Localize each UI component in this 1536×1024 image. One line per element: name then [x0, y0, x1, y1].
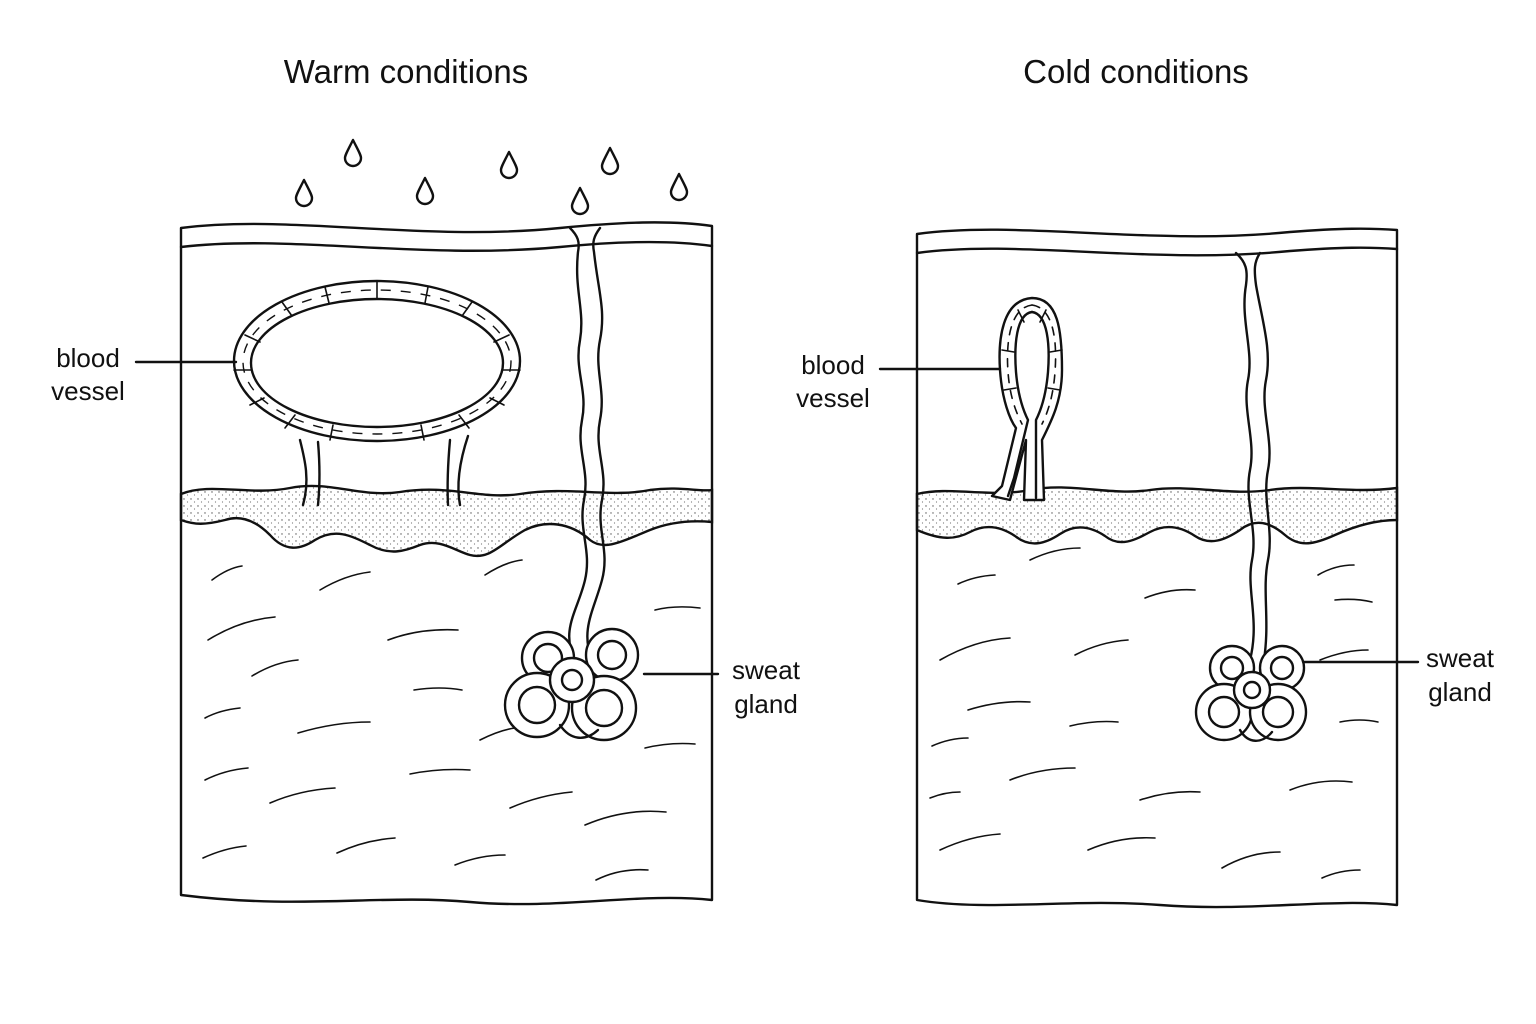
warm-blood-vessel-label: blood vessel [51, 343, 238, 406]
warm-title: Warm conditions [284, 53, 529, 90]
sweat-droplet-icon [343, 138, 363, 168]
cold-blood-vessel-label: blood vessel [796, 350, 1002, 413]
cold-sweat-gland-label: sweat gland [1302, 643, 1495, 707]
cold-sweat-gland [1194, 644, 1308, 742]
warm-sweat-gland [503, 627, 640, 742]
cold-title: Cold conditions [1023, 53, 1249, 90]
warm-skin-block [179, 221, 714, 906]
blood-label-line1: blood [801, 350, 865, 380]
cold-dermis-strokes [929, 547, 1379, 879]
warm-sweat-gland-label: sweat gland [642, 655, 801, 719]
sweat-label-line1: sweat [1426, 643, 1495, 673]
sweat-droplet-icon [415, 176, 435, 206]
sweat-label-line2: gland [1428, 677, 1492, 707]
sweat-droplet-icon [499, 150, 519, 180]
cold-skin-block [915, 227, 1399, 909]
cold-sweat-duct [1234, 251, 1271, 662]
cold-blood-vessel [990, 296, 1064, 502]
blood-label-line2: vessel [51, 376, 125, 406]
warm-panel: blood vessel sweat gland [51, 138, 801, 906]
sweat-label-line2: gland [734, 689, 798, 719]
sweat-droplet-icon [600, 146, 620, 176]
cold-dotted-layer [915, 486, 1399, 545]
sweat-droplet-icon [669, 172, 689, 202]
blood-label-line1: blood [56, 343, 120, 373]
sweat-droplets [294, 138, 689, 216]
warm-blood-vessel [232, 279, 522, 507]
sweat-label-line1: sweat [732, 655, 801, 685]
blood-label-line2: vessel [796, 383, 870, 413]
sweat-droplet-icon [294, 178, 314, 208]
warm-dotted-layer [179, 484, 714, 558]
warm-sweat-duct [568, 226, 606, 662]
sweat-droplet-icon [570, 186, 590, 216]
cold-panel: blood vessel sweat gland [796, 227, 1495, 909]
warm-dermis-strokes [202, 559, 701, 881]
